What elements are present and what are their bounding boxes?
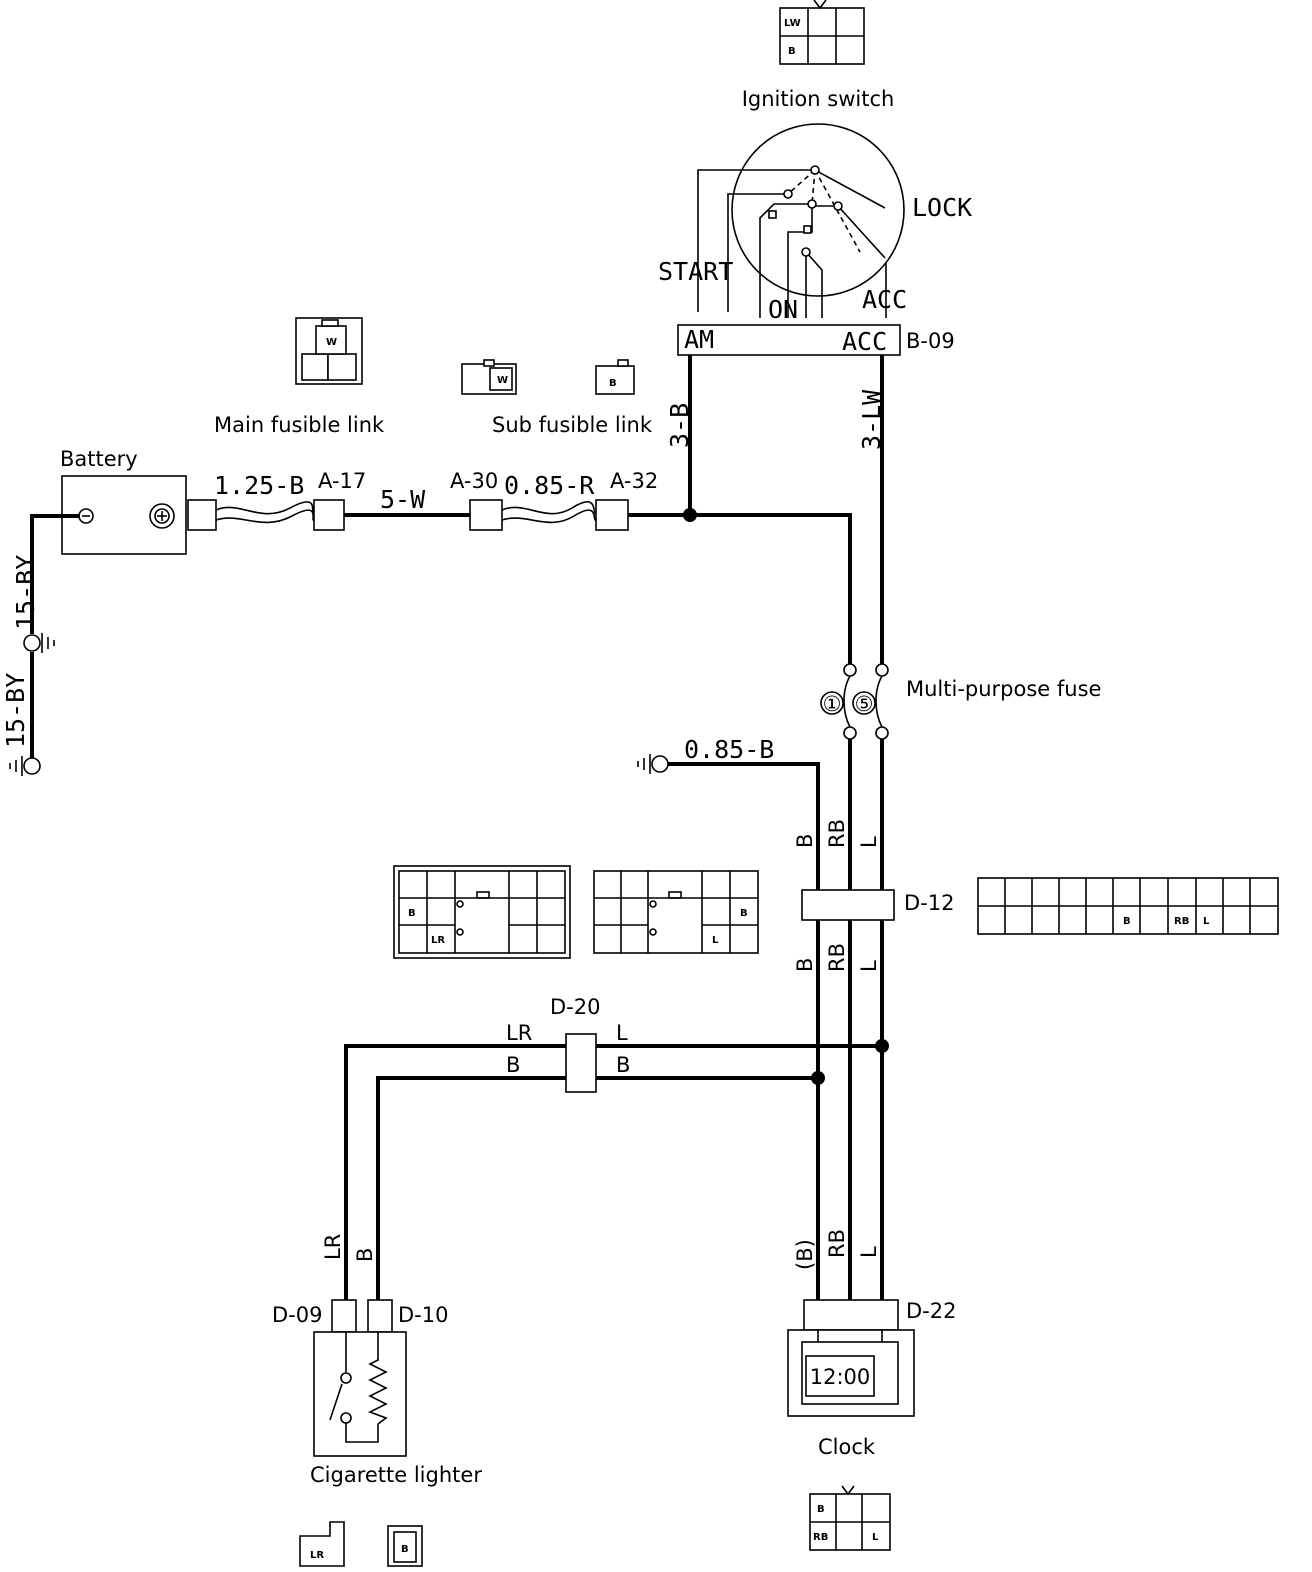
wire-l-mid: L — [857, 960, 881, 972]
sub-link-connector-faces: W B — [461, 359, 635, 395]
wire-0-85-b: 0.85-B — [684, 735, 774, 764]
lighter-connector-faces: LR B — [299, 1521, 423, 1567]
cigarette-lighter-label: Cigarette lighter — [310, 1463, 482, 1487]
ignition-switch-label: Ignition switch — [742, 87, 895, 111]
wire-l-upper: L — [857, 836, 881, 848]
wire-d20-lr-left: LR — [506, 1021, 532, 1045]
connector-d12-label: D-12 — [904, 891, 954, 915]
connector-a17-label: A-17 — [318, 469, 366, 493]
main-link-connector-face: W — [295, 317, 363, 385]
clock-display: 12:00 — [810, 1365, 871, 1389]
connector-d10-label: D-10 — [398, 1303, 448, 1327]
wire-15by-bottom: 15-BY — [1, 673, 30, 748]
wire-3-b: 3-B — [665, 403, 694, 448]
d12-pin-l: L — [1203, 916, 1210, 927]
multi-purpose-fuse-label: Multi-purpose fuse — [906, 677, 1101, 701]
wire-d20-l-right: L — [616, 1021, 628, 1045]
connector-d22-label: D-22 — [906, 1299, 956, 1323]
acc-label: ACC — [862, 285, 907, 314]
cigarette-lighter: D-09 D-10 Cigarette lighter — [272, 1299, 482, 1487]
lighter-pin-b: B — [401, 1544, 409, 1555]
wire-d20-b-right: B — [616, 1053, 630, 1077]
ignition-connector-face: LW B — [779, 0, 865, 65]
wire-rb-upper: RB — [825, 819, 849, 848]
start-label: START — [658, 257, 733, 286]
d12-pin-b: B — [1123, 916, 1131, 927]
d12-pin-rb: RB — [1174, 916, 1189, 927]
clock: 12:00 D-22 Clock — [787, 1299, 956, 1459]
connector-face-right: B L — [593, 870, 759, 954]
pin-b: B — [788, 46, 796, 57]
main-fusible-link-label: Main fusible link — [214, 413, 385, 437]
clock-pin-b: B — [817, 1504, 825, 1515]
connector-a32-label: A-32 — [610, 469, 658, 493]
wire-rb-clock: RB — [825, 1229, 849, 1258]
left-conn-pin-b: B — [408, 908, 416, 919]
wire-0-85-r: 0.85-R — [504, 471, 595, 500]
on-label: ON — [768, 295, 798, 324]
clock-pin-l: L — [872, 1532, 879, 1543]
connector-b09-label: B-09 — [906, 329, 955, 353]
wire-lighter-lr: LR — [321, 1234, 345, 1260]
lock-label: LOCK — [912, 193, 972, 222]
battery-label: Battery — [60, 447, 138, 471]
wire-rb-mid: RB — [825, 943, 849, 972]
wire-d20-b-left: B — [506, 1053, 520, 1077]
connector-face-left: B LR — [393, 865, 571, 959]
fuse-1-number: ① — [823, 692, 842, 716]
battery-ground: 15-BY 15-BY — [1, 514, 80, 776]
sub-fusible-link-label: Sub fusible link — [492, 413, 653, 437]
connector-a30-label: A-30 — [450, 469, 498, 493]
clock-label: Clock — [818, 1435, 876, 1459]
connector-d09-label: D-09 — [272, 1303, 322, 1327]
main-link-pin-w: W — [326, 337, 337, 348]
lighter-pin-lr: LR — [310, 1550, 324, 1561]
ignition-switch: Ignition switch LOCK START ON ACC AM ACC… — [658, 87, 972, 356]
battery: Battery — [60, 447, 187, 555]
wire-5-w: 5-W — [380, 485, 426, 514]
acc-terminal-label: ACC — [842, 327, 887, 356]
right-conn-pin-b: B — [740, 908, 748, 919]
sub-link-pin-b: B — [609, 378, 617, 389]
connector-d20-label: D-20 — [550, 995, 600, 1019]
pin-lw: LW — [784, 18, 801, 29]
sub-link-pin-w: W — [497, 375, 508, 386]
wire-1-25-b: 1.25-B — [214, 471, 304, 500]
wire-b-mid: B — [793, 958, 817, 972]
sub-fusible-link: 5-W A-30 0.85-R A-32 Sub fusible link — [344, 413, 658, 531]
clock-pin-rb: RB — [813, 1532, 828, 1543]
wire-3-lw: 3-LW — [857, 389, 886, 450]
wire-15by-top: 15-BY — [11, 555, 40, 630]
main-wiring: 3-B 3-LW ① ⑤ Multi-purpose fuse 0.85-B B… — [321, 355, 1101, 1300]
fuse-5-number: ⑤ — [855, 692, 874, 716]
wire-b-clock: (B) — [793, 1239, 817, 1270]
clock-connector-face: B RB L — [809, 1485, 891, 1551]
left-conn-pin-lr: LR — [431, 935, 445, 946]
wire-b-upper: B — [793, 834, 817, 848]
d12-connector-face: B RB L — [977, 877, 1279, 935]
wire-lighter-b: B — [353, 1248, 377, 1262]
right-conn-pin-l: L — [712, 935, 719, 946]
wire-l-clock: L — [857, 1246, 881, 1258]
am-terminal-label: AM — [684, 325, 714, 354]
main-fusible-link: Main fusible link 1.25-B A-17 — [187, 413, 385, 531]
